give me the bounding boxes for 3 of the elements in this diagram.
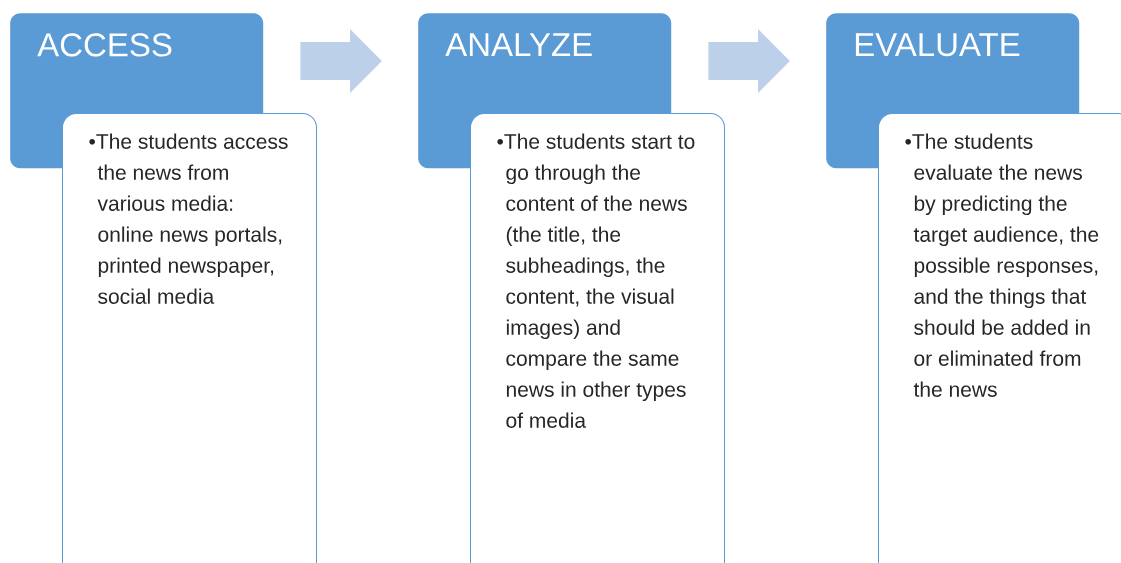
- text-box: •The students evaluate the news by predicting the target audience, the possible responses, and the things that should be added in or eliminated from the news: [878, 113, 1121, 563]
- text-box: •The students start to go through the content of the news (the title, the subheadings, the content, the visual images) and compare the same news in other types of media: [470, 113, 725, 563]
- text-box: •The students access the news from various media: online news portals, printed newspaper, social media: [62, 113, 317, 563]
